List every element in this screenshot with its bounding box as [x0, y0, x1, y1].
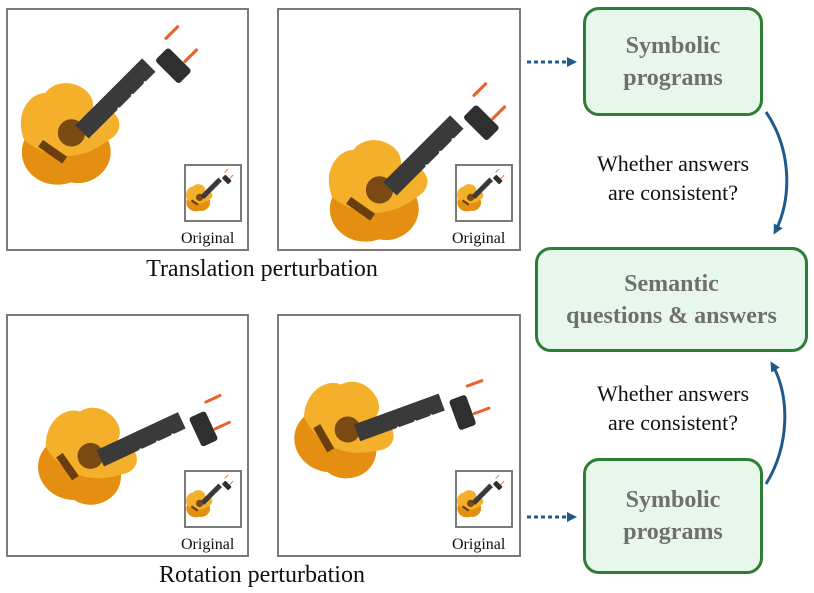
- rotation-panel-rotated: Original: [277, 314, 521, 557]
- question-line: Whether answers: [596, 381, 750, 406]
- box-line: programs: [623, 519, 723, 545]
- symbolic-programs-box-bottom: Symbolic programs: [583, 458, 763, 574]
- box-line: programs: [623, 64, 723, 91]
- translation-panel-original: Original: [6, 8, 249, 251]
- thumbnail-label: Original: [181, 230, 235, 247]
- rotation-panel-original: Original: [6, 314, 249, 557]
- arrow-symbolic-bottom-to-semantic: [764, 361, 787, 485]
- consistency-question-bottom: Whether answers are consistent?: [562, 379, 784, 437]
- box-line: Symbolic: [625, 487, 721, 513]
- question-line: Whether answers: [596, 151, 750, 176]
- thumbnail-label: Original: [452, 230, 506, 247]
- box-line: questions & answers: [566, 302, 777, 329]
- original-thumbnail: [184, 470, 242, 528]
- rotation-caption: Rotation perturbation: [159, 562, 365, 588]
- box-line: Semantic: [624, 270, 719, 297]
- question-line: are consistent?: [607, 180, 739, 205]
- box-line: Symbolic: [625, 32, 721, 59]
- original-thumbnail: [455, 470, 513, 528]
- consistency-question-top: Whether answers are consistent?: [562, 149, 784, 207]
- semantic-qa-box: Semantic questions & answers: [535, 247, 808, 352]
- original-thumbnail: [184, 164, 242, 222]
- question-line: are consistent?: [607, 410, 739, 435]
- original-thumbnail: [455, 164, 513, 222]
- translation-panel-shifted: Original: [277, 8, 521, 251]
- thumbnail-label: Original: [452, 536, 506, 553]
- symbolic-programs-box-top: Symbolic programs: [583, 7, 763, 116]
- translation-caption: Translation perturbation: [146, 256, 378, 282]
- arrow-symbolic-top-to-semantic: [764, 111, 789, 235]
- thumbnail-label: Original: [181, 536, 235, 553]
